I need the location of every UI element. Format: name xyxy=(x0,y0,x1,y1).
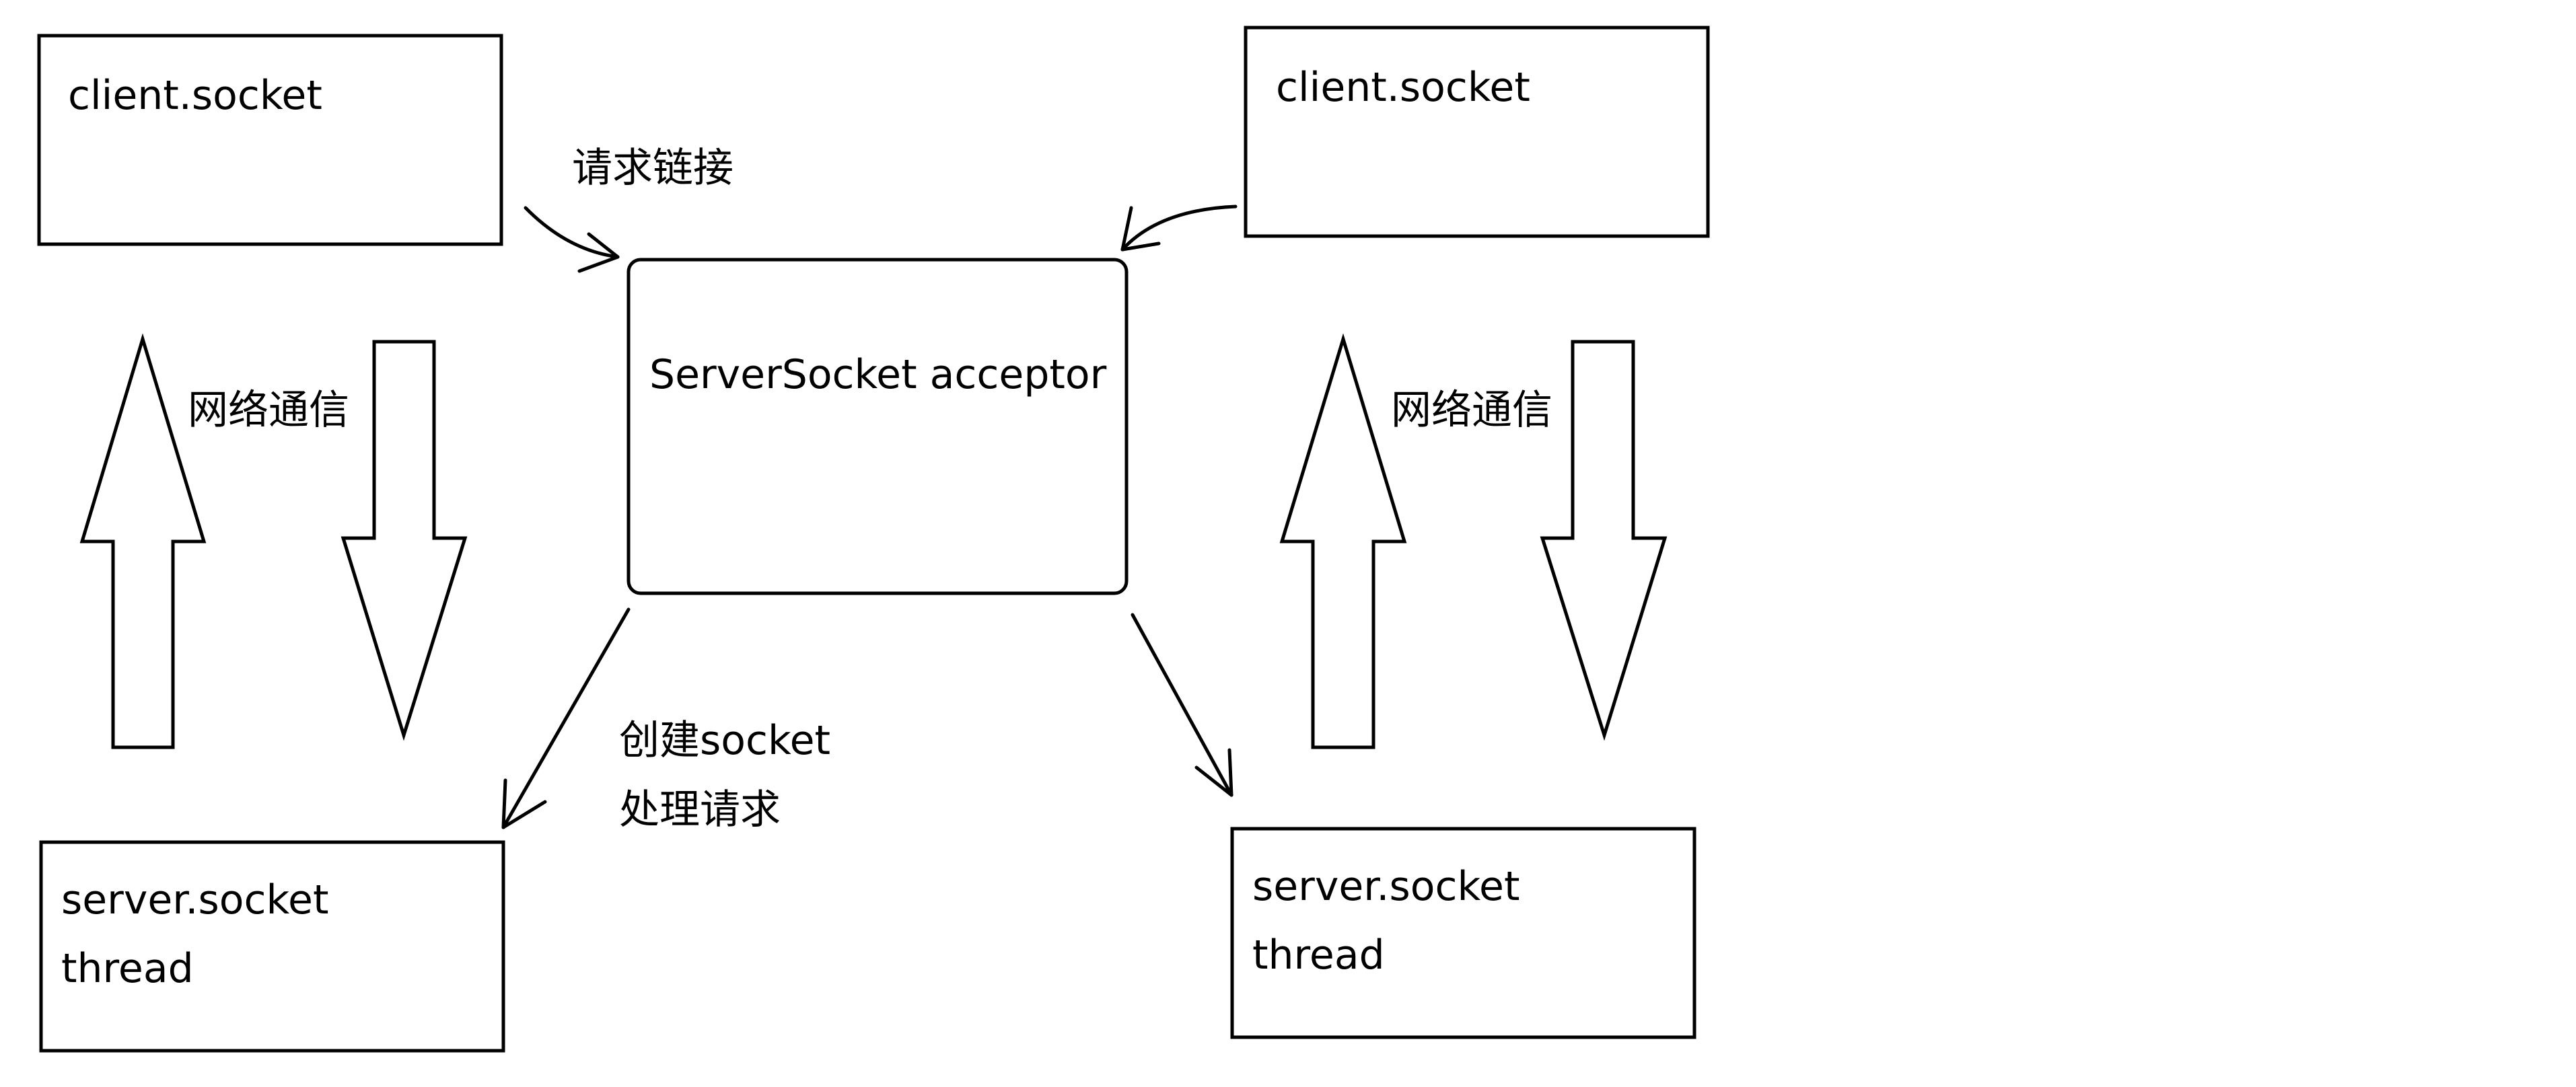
network-communication-label-left: 网络通信 xyxy=(188,387,349,434)
client-socket-right-label: client.socket xyxy=(1276,64,1530,111)
server-socket-right-line2: thread xyxy=(1252,932,1385,979)
request-connection-arrow-left xyxy=(524,206,620,273)
network-down-arrow-right xyxy=(1540,340,1668,741)
request-connection-label: 请求链接 xyxy=(572,145,734,192)
acceptor-label: ServerSocket acceptor xyxy=(649,351,1107,398)
server-socket-right-node: server.socket thread xyxy=(1230,827,1696,1039)
network-down-arrow-left xyxy=(341,340,468,741)
server-socket-left-node: server.socket thread xyxy=(39,840,505,1053)
network-up-arrow-right xyxy=(1279,333,1407,749)
network-communication-label-right: 网络通信 xyxy=(1391,387,1552,434)
create-socket-arrow-right xyxy=(1131,613,1233,797)
create-socket-label: 创建socket xyxy=(619,717,830,764)
server-socket-left-line1: server.socket xyxy=(61,876,329,924)
create-socket-arrow-left xyxy=(501,607,631,829)
server-socket-right-line1: server.socket xyxy=(1252,863,1520,910)
network-up-arrow-left xyxy=(79,333,207,749)
client-socket-right-node: client.socket xyxy=(1244,26,1710,238)
server-socket-acceptor-node: ServerSocket acceptor xyxy=(627,258,1129,595)
request-connection-arrow-right xyxy=(1120,204,1238,252)
handle-request-label: 处理请求 xyxy=(619,786,781,833)
client-socket-left-node: client.socket xyxy=(37,34,503,246)
client-socket-left-label: client.socket xyxy=(68,72,322,119)
server-socket-left-line2: thread xyxy=(61,945,194,992)
